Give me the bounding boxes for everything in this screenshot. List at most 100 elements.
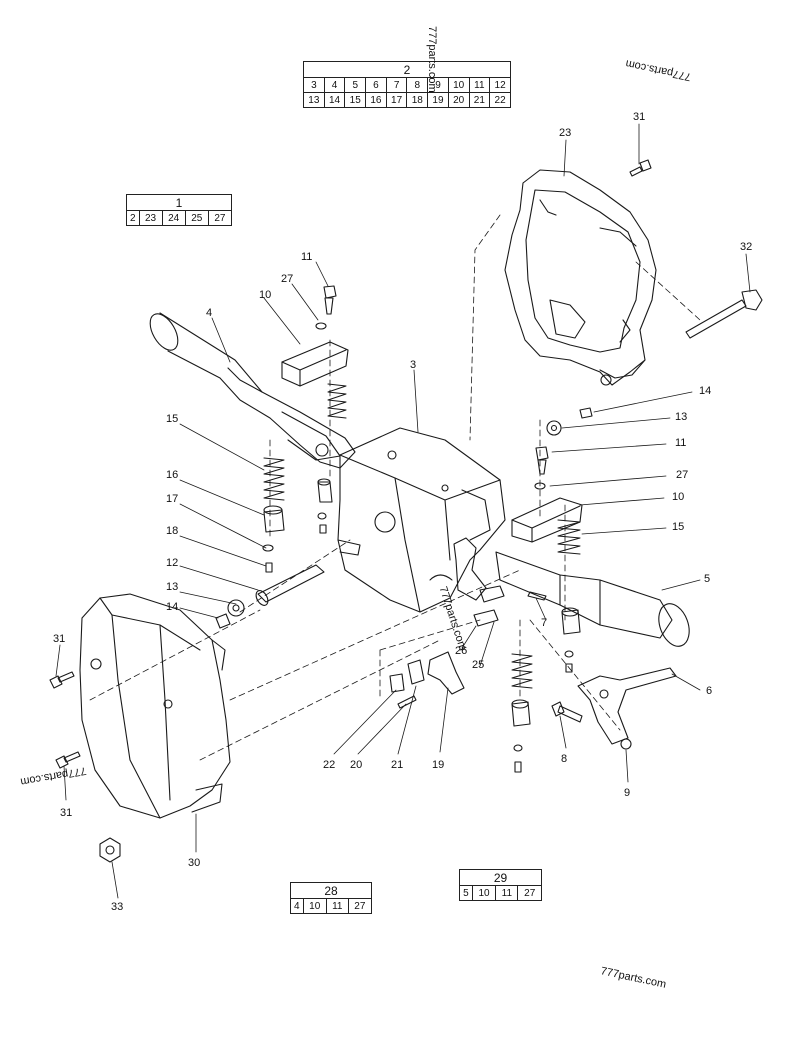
pin-12 [255,564,325,606]
callout-numbers: 31 23 32 11 27 10 4 3 14 13 11 27 10 15 … [53,111,752,913]
ref-cell: 17 [385,92,408,108]
callout-18: 18 [166,525,178,537]
ref-table-29: 29 5 10 11 27 [459,869,542,901]
callout-15: 15 [672,521,684,533]
callout-9: 9 [624,787,630,799]
handle-4 [149,312,356,469]
ref-cell: 13 [303,92,325,108]
ref-cell: 10 [447,77,470,93]
ref-cell: 6 [365,77,387,93]
ref-cell: 8 [406,77,429,93]
callout-19: 19 [432,759,444,771]
screw-31-left-bottom [55,751,81,769]
watermark-top: 777parts.com [426,26,438,93]
spring-15-right [511,519,581,689]
callout-6: 6 [706,685,712,697]
ref-cell: 19 [427,92,449,108]
callout-25: 25 [472,659,484,671]
callout-31: 31 [60,807,72,819]
ref-cell: 27 [207,210,233,226]
lever-bracket [453,537,505,627]
upper-cover-23 [504,169,657,386]
ref-cell: 27 [347,898,373,914]
ref-table-2: 2 3 4 5 6 7 8 9 10 11 12 13 14 15 16 17 … [303,61,511,108]
ref-cell: 12 [489,77,511,93]
washer-13-right [546,407,593,436]
callout-3: 3 [410,359,416,371]
callout-31: 31 [53,633,65,645]
ref-cell: 4 [323,77,346,93]
nut-33 [99,837,121,863]
callout-32: 32 [740,241,752,253]
ref-cell: 21 [468,92,491,108]
long-bolt-32 [685,289,763,339]
callout-8: 8 [561,753,567,765]
ref-cell: 14 [323,92,346,108]
cap-10-right [511,497,583,543]
ref-cell: 27 [517,885,542,901]
assembly-guides [89,214,701,761]
ref-table-29-title: 29 [459,869,542,886]
ref-cell: 5 [344,77,367,93]
screw-11-left [315,285,337,330]
ref-cell: 10 [471,885,497,901]
screw-31-left-top [49,671,75,689]
ref-cell: 11 [468,77,491,93]
callout-17: 17 [166,493,178,505]
ref-cell: 11 [495,885,519,901]
callout-33: 33 [111,901,123,913]
housing-3 [337,427,506,613]
callout-15: 15 [166,413,178,425]
ref-cell: 5 [459,885,473,901]
spring-15-left [263,383,347,501]
callout-10: 10 [672,491,684,503]
ref-cell: 3 [303,77,325,93]
callout-4: 4 [206,307,212,319]
callout-13: 13 [675,411,687,423]
bushing-16-right [511,607,581,773]
ref-cell: 25 [184,210,209,226]
callout-23: 23 [559,127,571,139]
callout-21: 21 [391,759,403,771]
ref-cell: 15 [344,92,367,108]
ref-table-1-title: 1 [126,194,232,211]
callout-20: 20 [350,759,362,771]
handle-5 [495,551,690,647]
bushing-16-left [262,478,333,573]
washer-13-left [215,599,245,629]
callout-27: 27 [281,273,293,285]
callout-11: 11 [301,251,312,263]
callout-14: 14 [699,385,711,397]
ref-table-28: 28 4 10 11 27 [290,882,373,914]
ref-table-1: 1 2 23 24 25 27 [126,194,233,226]
callout-22: 22 [323,759,335,771]
callout-10: 10 [259,289,271,301]
callout-16: 16 [166,469,178,481]
callout-11: 11 [675,437,686,449]
ref-cell: 2 [126,210,140,226]
callout-12: 12 [166,557,178,569]
screw-31-top [629,159,652,177]
ref-cell: 11 [325,898,349,914]
pin-7 [527,591,547,601]
screw-11-right [534,446,549,490]
callout-26: 26 [455,645,467,657]
callout-7: 7 [541,617,547,629]
screw-8 [551,701,583,723]
ref-cell: 20 [447,92,470,108]
cap-10-left [281,341,349,387]
ref-cell: 16 [365,92,387,108]
callout-5: 5 [704,573,710,585]
ref-table-28-title: 28 [290,882,372,899]
lever-6 [577,667,677,750]
callout-13: 13 [166,581,178,593]
leader-lines [55,123,751,899]
ref-table-2-title: 2 [303,61,511,78]
ref-cell: 18 [406,92,429,108]
ref-cell: 23 [138,210,163,226]
ref-cell: 4 [290,898,304,914]
ref-cell: 22 [489,92,511,108]
ref-cell: 10 [302,898,327,914]
